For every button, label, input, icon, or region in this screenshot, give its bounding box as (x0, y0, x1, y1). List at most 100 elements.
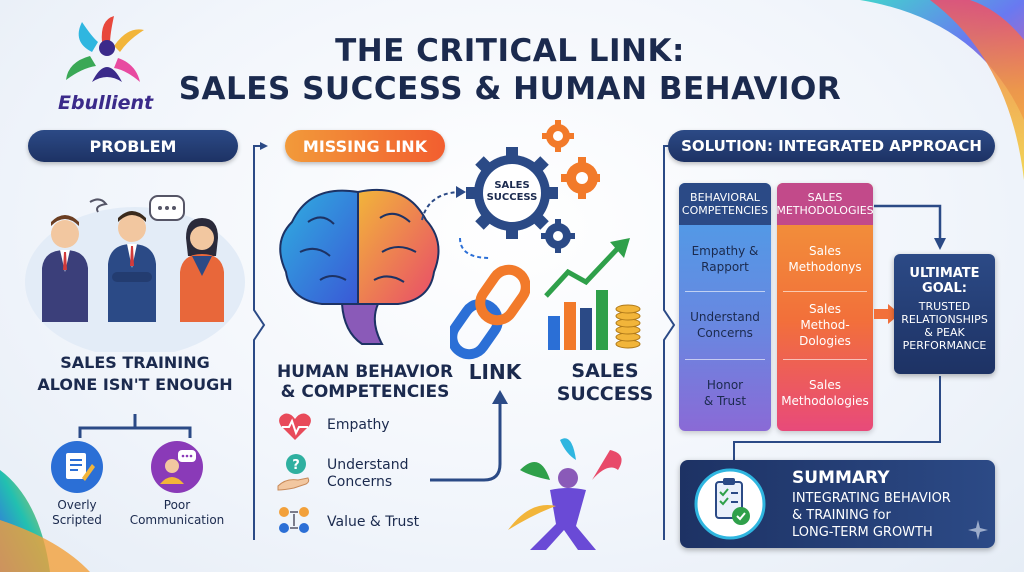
page-title-line2: SALES SUCCESS & HUMAN BEHAVIOR (178, 71, 842, 107)
team-icon (279, 507, 309, 533)
problem-statement: SALES TRAINING ALONE ISN'T ENOUGH (30, 352, 240, 396)
goal-line4: RELATIONSHIPS (901, 313, 988, 326)
issue-line2: Communication (129, 513, 225, 527)
connector-to-summary (733, 376, 941, 460)
issue-line1: Overly (57, 498, 97, 512)
header-line1: BEHAVIORAL (690, 191, 760, 204)
behavioral-header: BEHAVIORAL COMPETENCIES (679, 183, 771, 225)
heading-line1: HUMAN BEHAVIOR (276, 362, 454, 382)
cell-line1: Sales (809, 378, 841, 392)
cell-line2: Concerns (697, 326, 753, 340)
header-line1: SALES (807, 191, 843, 204)
row-divider (783, 291, 867, 292)
summary-title: SUMMARY (792, 468, 890, 488)
header-line2: METHODOLOGIES (777, 204, 873, 217)
goal-line3: TRUSTED (918, 300, 971, 313)
heart-pulse-icon (279, 413, 311, 440)
row-divider (783, 359, 867, 360)
chain-link-icon (450, 264, 530, 360)
dashed-arrow-brain-to-gears (421, 186, 466, 221)
brand-name: Ebullient (58, 92, 154, 114)
problem-bracket-connector (78, 414, 192, 438)
solution-label: SOLUTION: INTEGRATED APPROACH (681, 137, 982, 155)
gear-label-line1: SALES (494, 180, 530, 191)
success-line2: SUCCESS (556, 383, 654, 405)
cell-line2: Methodonys (788, 260, 862, 274)
issue-poor-communication: Poor Communication (122, 498, 232, 528)
cell-line2: Rapport (701, 260, 749, 274)
growth-chart-icon (544, 238, 641, 350)
missing-link-label: MISSING LINK (302, 136, 428, 156)
row-divider (685, 291, 765, 292)
cell-line1: Sales (809, 302, 841, 316)
row-divider (685, 359, 765, 360)
competency-line2: Concerns (327, 474, 393, 490)
section-divider-right (663, 145, 676, 540)
speech-person-icon (151, 441, 203, 493)
gear-label-line2: SUCCESS (486, 192, 538, 203)
behavioral-competencies-column: BEHAVIORAL COMPETENCIES Empathy & Rapport… (679, 183, 771, 431)
frustrated-salespeople-illustration (25, 195, 245, 352)
hand-question-icon: ? (277, 454, 310, 491)
summary-box: SUMMARY INTEGRATING BEHAVIOR & TRAINING … (680, 460, 995, 548)
competency-empathy: Empathy (327, 417, 390, 433)
sparkle-icon (968, 520, 988, 540)
goal-line5: & PEAK (924, 326, 965, 339)
section-divider-left (253, 142, 268, 540)
issue-line2: Scripted (52, 513, 102, 527)
gears-icon (459, 120, 600, 259)
checklist-icon (694, 468, 766, 540)
summary-line2: & TRAINING for (792, 508, 891, 523)
competency-understand-concerns: Understand Concerns (327, 457, 409, 491)
page-title-line1: THE CRITICAL LINK: (335, 33, 685, 69)
cell-line1: Empathy & (691, 244, 759, 258)
goal-line6: PERFORMANCE (902, 339, 987, 352)
competency-value-trust: Value & Trust (327, 514, 420, 530)
ultimate-goal-box: ULTIMATE GOAL: TRUSTED RELATIONSHIPS & P… (894, 254, 995, 374)
success-line1: SALES (571, 360, 639, 382)
cell-line2: Methodologies (781, 394, 869, 408)
link-label: LINK (468, 360, 522, 384)
gear-label: SALES SUCCESS (482, 180, 542, 204)
summary-line1: INTEGRATING BEHAVIOR (792, 491, 951, 506)
arrow-to-link (430, 390, 508, 482)
problem-label: PROBLEM (89, 136, 177, 156)
behavioral-cell: Honor & Trust (679, 361, 771, 425)
brain-puzzle-icon (279, 188, 440, 345)
document-icon (51, 441, 103, 493)
cell-line1: Honor (706, 378, 744, 392)
methodologies-header: SALES METHODOLOGIES (777, 183, 873, 225)
cell-line1: Sales (809, 244, 841, 258)
brand-logo-icon (66, 16, 144, 82)
problem-pill: PROBLEM (28, 130, 238, 162)
cell-line2: & Trust (703, 394, 747, 408)
heading-line2: & COMPETENCIES (280, 382, 450, 402)
solution-pill: SOLUTION: INTEGRATED APPROACH (668, 130, 995, 162)
celebrating-person-icon (508, 438, 622, 550)
behavioral-cell: Empathy & Rapport (679, 229, 771, 289)
cell-line3: Dologies (799, 334, 851, 348)
cell-line2: Method- (800, 318, 850, 332)
problem-statement-line1: SALES TRAINING (60, 353, 210, 372)
missing-link-pill: MISSING LINK (285, 130, 445, 162)
goal-line2: GOAL: (922, 281, 967, 296)
cell-line1: Understand (690, 310, 760, 324)
issue-overly-scripted: Overly Scripted (40, 498, 114, 528)
problem-statement-line2: ALONE ISN'T ENOUGH (37, 375, 233, 394)
competency-line1: Understand (327, 457, 409, 473)
svg-text:?: ? (292, 458, 300, 473)
header-line2: COMPETENCIES (681, 204, 769, 217)
summary-text: INTEGRATING BEHAVIOR & TRAINING for LONG… (792, 490, 951, 541)
issue-line1: Poor (163, 498, 191, 512)
human-behavior-heading: HUMAN BEHAVIOR & COMPETENCIES (265, 362, 465, 402)
goal-line1: ULTIMATE (909, 266, 980, 281)
summary-line3: LONG-TERM GROWTH (792, 525, 933, 540)
sales-success-label: SALES SUCCESS (545, 360, 665, 406)
